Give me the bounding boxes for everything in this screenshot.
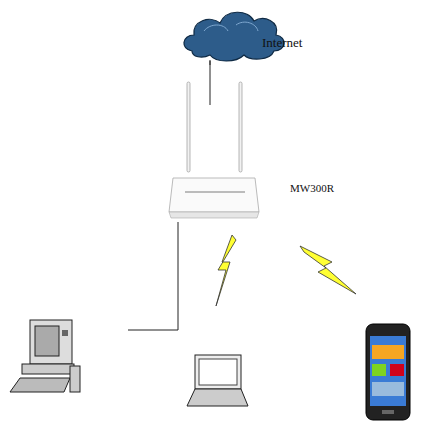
cloud-shape [180,5,290,125]
smartphone [366,324,410,420]
desktop-computer [10,320,80,392]
ethernet-wire [128,222,178,330]
wireless-bolt [300,246,356,294]
router-shape [165,100,275,220]
wireless-bolt [216,235,236,306]
node-label: MW300R [290,182,334,194]
internet-cloud: Internet [180,5,330,65]
network-link [210,60,211,105]
laptop [187,355,248,406]
node-label: Internet [262,35,302,51]
wireless-router: MW300R [165,100,350,225]
